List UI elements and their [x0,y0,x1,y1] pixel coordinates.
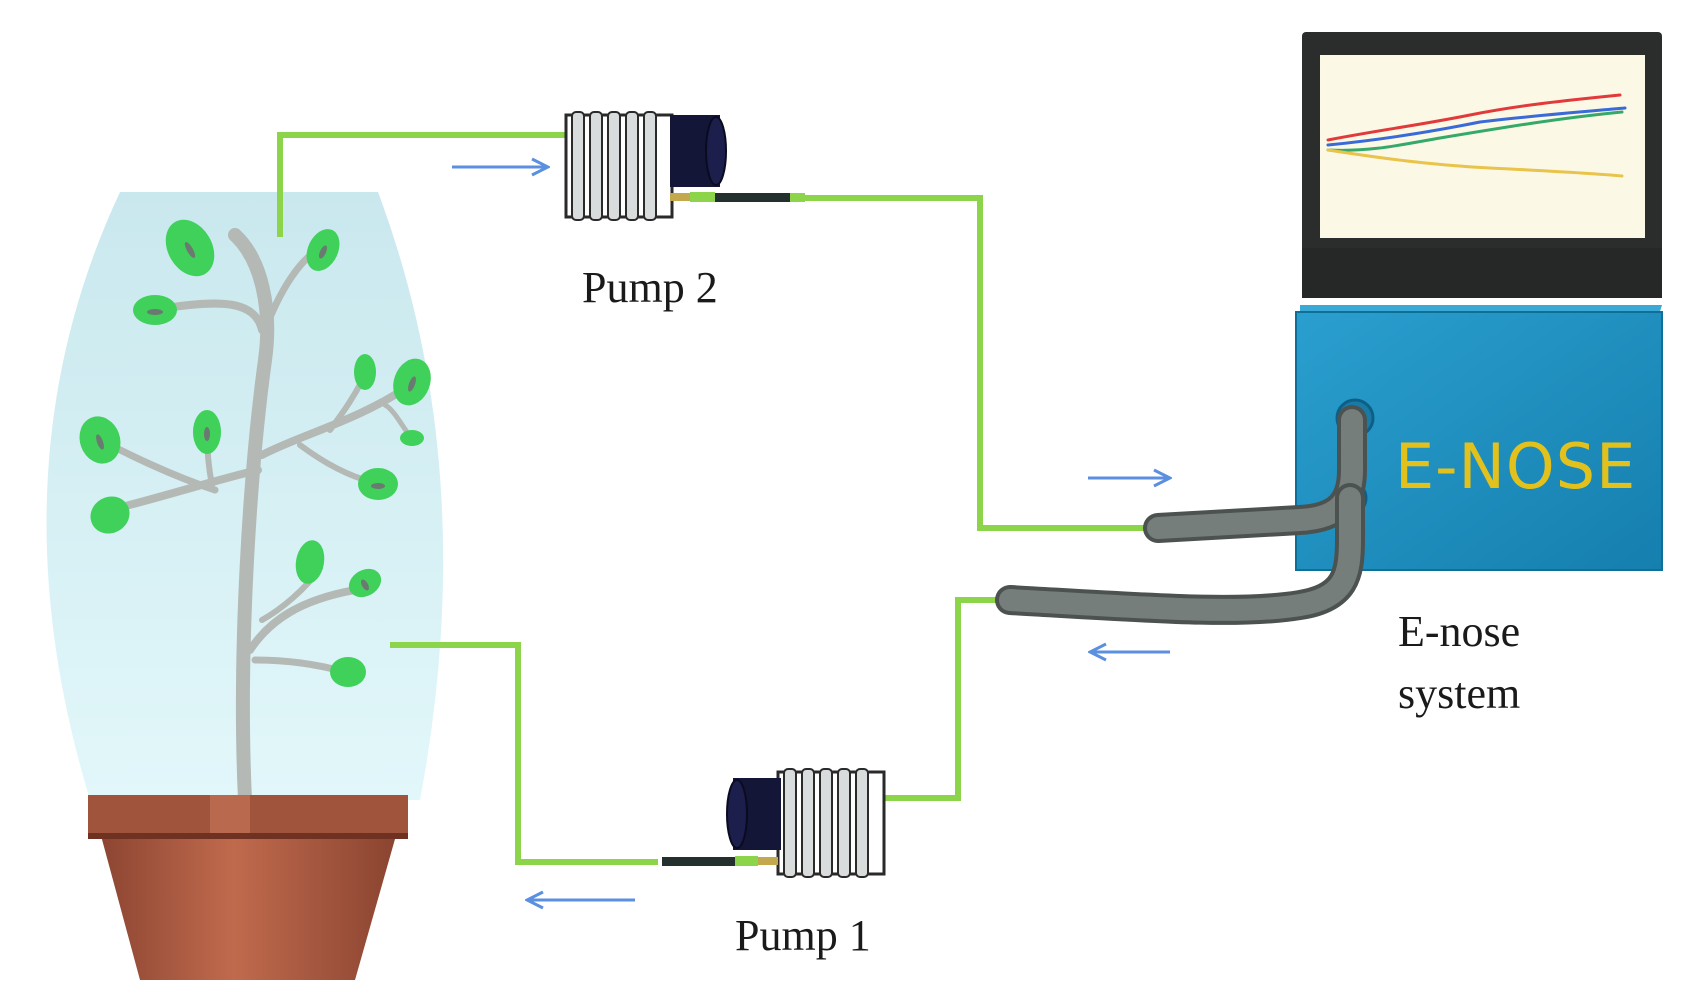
pot-rim-highlight [210,795,250,837]
branch [161,299,266,334]
pump-outlet-pipe [790,193,805,202]
pump-1[interactable] [662,768,886,878]
leaf-veins [96,242,416,591]
pump-outlet-black [715,193,790,202]
branch [246,586,359,654]
trace-green [1326,110,1624,152]
device-name: E-NOSE [1395,430,1636,503]
branch [106,466,262,514]
flow-arrows [452,167,1170,900]
monitor-screen [1320,55,1645,238]
enose-system-label-line1: E-nose [1398,607,1520,656]
hose-icon [995,405,1367,625]
leaf [330,657,366,687]
pump-motor-cap [726,779,748,849]
tube-plant-to-pump2 [277,132,570,237]
pot-body [100,832,397,980]
trace-red [1326,93,1622,142]
pump-2-label: Pump 2 [582,263,718,312]
leaf [354,354,376,390]
pump-outlet-brass [670,193,690,201]
tube-enose-to-pump1 [880,597,1010,801]
pump-fins [571,111,657,221]
trace-blue [1326,106,1627,147]
pump-1-label: Pump 1 [735,911,871,960]
pot-icon [88,795,408,980]
leaf [90,496,130,534]
monitor-icon [1302,32,1662,298]
pump-outlet-pipe [690,192,715,202]
tube-pump2-to-enose [803,195,1158,531]
pump-motor-cap [705,116,727,186]
leaf [400,430,424,446]
main-stem [228,228,275,807]
screen-traces [1326,93,1627,178]
pump-fins [783,768,869,878]
pump-outlet-brass [758,857,778,865]
leaf [295,540,325,584]
tube-pump1-to-plant [390,642,658,865]
pump-outlet-pipe [735,856,758,866]
tubing [277,132,1158,865]
pot-rim-shadow [88,833,408,839]
pump-outlet-black [662,857,735,866]
hose-outlet-core [999,487,1361,621]
trace-yellow [1326,148,1624,178]
enose-system-label-line2: system [1398,669,1520,718]
monitor-base [1302,248,1662,298]
pump-2[interactable] [564,111,805,221]
